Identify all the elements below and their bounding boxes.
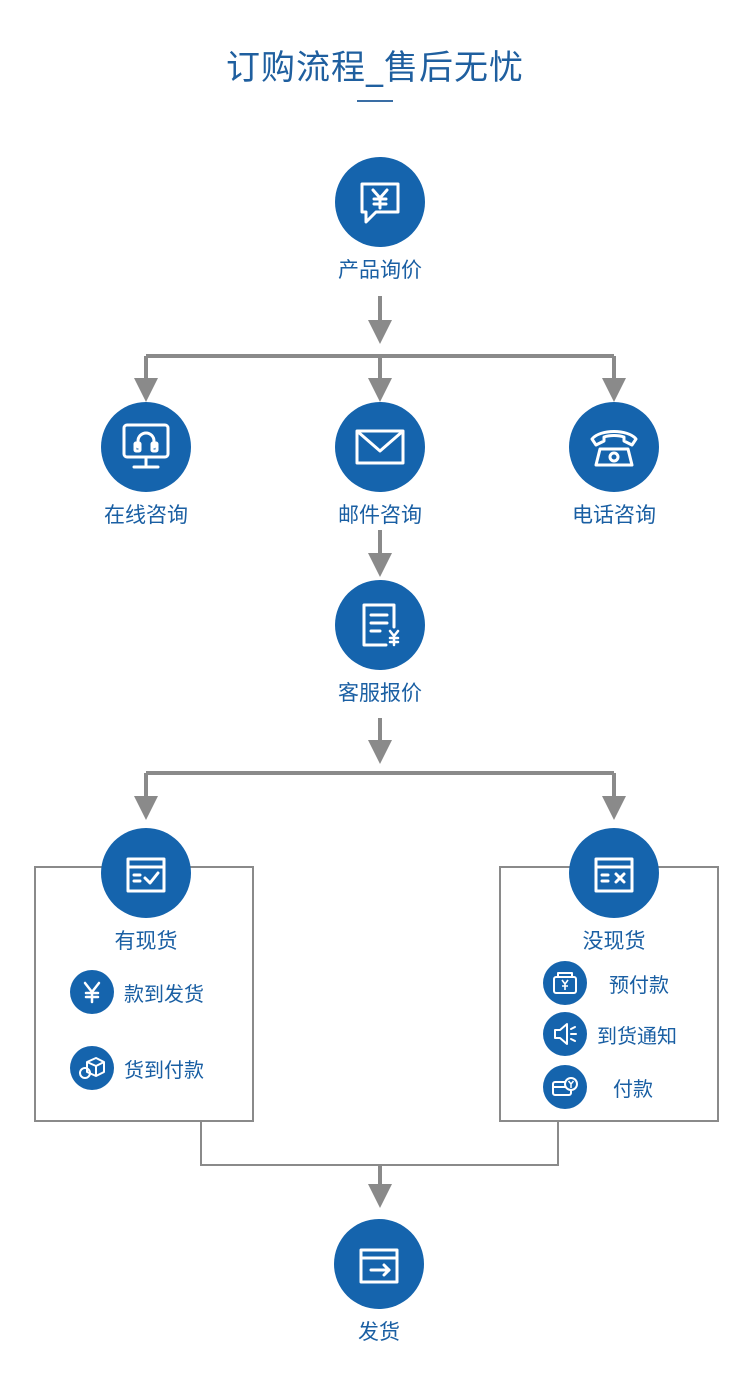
node-label-online: 在线咨询 bbox=[104, 503, 188, 527]
node-out-of-stock: 没现货 bbox=[524, 828, 704, 954]
package-icon bbox=[70, 1046, 114, 1090]
node-ship: 发货 bbox=[289, 1219, 469, 1345]
option-cash-on-delivery: 货到付款 bbox=[70, 1046, 204, 1090]
connector-merge bbox=[200, 1120, 559, 1166]
step-label: 到货通知 bbox=[597, 1023, 677, 1048]
node-in-stock: 有现货 bbox=[56, 828, 236, 954]
node-email-consult: 邮件咨询 bbox=[290, 402, 470, 528]
yen-chat-bubble-icon bbox=[335, 157, 425, 247]
option-label: 款到发货 bbox=[124, 981, 204, 1006]
node-label-quote: 客服报价 bbox=[338, 681, 422, 705]
step-arrival-notice: 到货通知 bbox=[543, 1012, 677, 1056]
step-prepayment: 预付款 bbox=[543, 961, 669, 1005]
node-label-ship: 发货 bbox=[358, 1320, 400, 1344]
yen-icon bbox=[70, 970, 114, 1014]
option-label: 货到付款 bbox=[124, 1057, 204, 1082]
box-check-icon bbox=[101, 828, 191, 918]
node-label-in-stock: 有现货 bbox=[114, 929, 178, 953]
box-arrow-icon bbox=[334, 1219, 424, 1309]
step-label: 付款 bbox=[613, 1076, 653, 1101]
wallet-icon bbox=[543, 961, 587, 1005]
node-phone-consult: 电话咨询 bbox=[524, 402, 704, 528]
headset-monitor-icon bbox=[101, 402, 191, 492]
step-payment: 付款 bbox=[543, 1065, 653, 1109]
node-service-quote: 客服报价 bbox=[290, 580, 470, 706]
title-underline bbox=[357, 100, 393, 102]
node-label-phone: 电话咨询 bbox=[572, 503, 656, 527]
node-label-out-of-stock: 没现货 bbox=[582, 929, 646, 953]
speaker-icon bbox=[543, 1012, 587, 1056]
page-title: 订购流程_售后无忧 bbox=[226, 48, 524, 88]
node-product-inquiry: 产品询价 bbox=[290, 157, 470, 283]
box-x-icon bbox=[569, 828, 659, 918]
node-online-consult: 在线咨询 bbox=[56, 402, 236, 528]
yen-document-icon bbox=[335, 580, 425, 670]
envelope-icon bbox=[335, 402, 425, 492]
option-pay-before-ship: 款到发货 bbox=[70, 970, 204, 1014]
node-label-email: 邮件咨询 bbox=[338, 503, 422, 527]
step-label: 预付款 bbox=[609, 972, 669, 997]
node-label-inquiry: 产品询价 bbox=[338, 258, 422, 282]
card-coin-icon bbox=[543, 1065, 587, 1109]
telephone-icon bbox=[569, 402, 659, 492]
